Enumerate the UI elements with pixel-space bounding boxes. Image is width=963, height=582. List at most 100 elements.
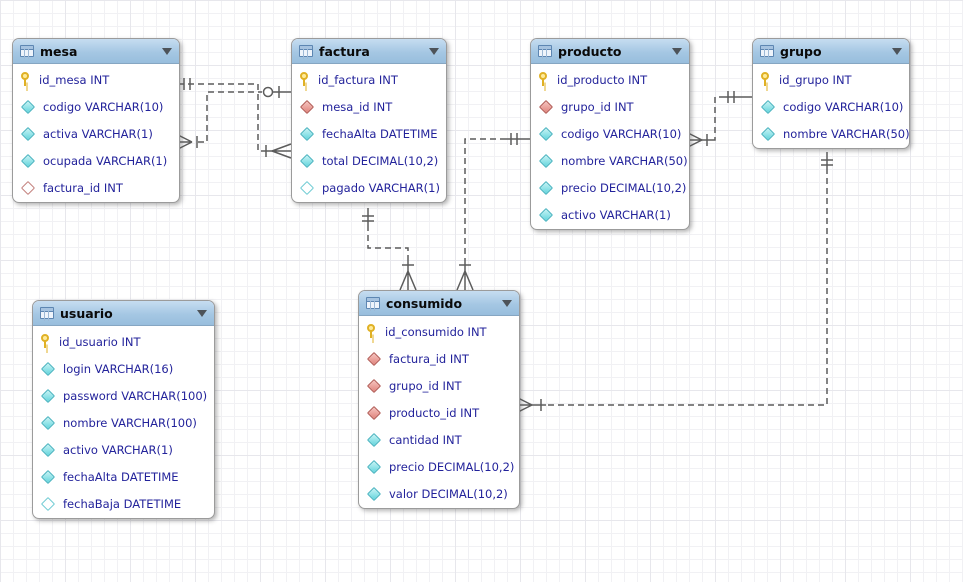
- column-row[interactable]: fechaAlta DATETIME: [292, 120, 446, 147]
- column-row[interactable]: fechaBaja DATETIME: [33, 490, 214, 517]
- column-row[interactable]: codigo VARCHAR(10): [531, 120, 689, 147]
- column-row[interactable]: id_consumido INT: [359, 318, 519, 345]
- column-row[interactable]: fechaAlta DATETIME: [33, 463, 214, 490]
- column-label: mesa_id INT: [322, 99, 393, 114]
- collapse-arrow-icon[interactable]: [892, 47, 902, 55]
- table-columns-list: id_grupo INT codigo VARCHAR(10) nombre V…: [753, 64, 910, 148]
- relationship-mesa-factura[interactable]: [177, 86, 291, 150]
- column-row[interactable]: total DECIMAL(10,2): [292, 147, 446, 174]
- table-mesa[interactable]: mesa id_mesa INT codigo VARCHAR(10) acti…: [12, 38, 180, 203]
- column-label: pagado VARCHAR(1): [322, 180, 440, 195]
- column-label: id_usuario INT: [59, 334, 141, 349]
- column-row[interactable]: password VARCHAR(100): [33, 382, 214, 409]
- relationship-factura-mesa[interactable]: [178, 78, 292, 159]
- table-title: grupo: [780, 43, 822, 59]
- column-row[interactable]: producto_id INT: [359, 399, 519, 426]
- column-icon: [40, 388, 56, 403]
- column-label: precio DECIMAL(10,2): [561, 180, 687, 195]
- column-row[interactable]: grupo_id INT: [359, 372, 519, 399]
- primary-key-icon: [760, 72, 771, 87]
- table-columns-list: id_usuario INT login VARCHAR(16) passwor…: [33, 326, 214, 518]
- table-icon: [538, 45, 552, 57]
- foreign-key-icon: [299, 99, 315, 114]
- primary-key-icon: [538, 72, 549, 87]
- relationship-consumido-factura[interactable]: [362, 208, 417, 291]
- column-row[interactable]: factura_id INT: [13, 174, 179, 201]
- column-icon: [366, 459, 382, 474]
- column-row[interactable]: factura_id INT: [359, 345, 519, 372]
- foreign-key-icon: [366, 405, 382, 420]
- column-label: activo VARCHAR(1): [561, 207, 671, 222]
- column-row[interactable]: cantidad INT: [359, 426, 519, 453]
- column-row[interactable]: nombre VARCHAR(50): [531, 147, 689, 174]
- column-row[interactable]: pagado VARCHAR(1): [292, 174, 446, 201]
- table-header[interactable]: consumido: [359, 291, 519, 316]
- column-row[interactable]: id_mesa INT: [13, 66, 179, 93]
- column-icon: [538, 153, 554, 168]
- collapse-arrow-icon[interactable]: [502, 299, 512, 307]
- table-usuario[interactable]: usuario id_usuario INT login VARCHAR(16)…: [32, 300, 215, 519]
- table-header[interactable]: mesa: [13, 39, 179, 64]
- column-label: factura_id INT: [389, 351, 469, 366]
- table-icon: [20, 45, 34, 57]
- column-row[interactable]: ocupada VARCHAR(1): [13, 147, 179, 174]
- relationship-consumido-producto[interactable]: [456, 133, 530, 291]
- column-row[interactable]: codigo VARCHAR(10): [753, 93, 909, 120]
- column-row[interactable]: id_usuario INT: [33, 328, 214, 355]
- column-icon: [40, 442, 56, 457]
- collapse-arrow-icon[interactable]: [672, 47, 682, 55]
- table-icon: [40, 307, 54, 319]
- column-label: id_factura INT: [318, 72, 398, 87]
- column-icon: [40, 415, 56, 430]
- table-columns-list: id_producto INT grupo_id INT codigo VARC…: [531, 64, 689, 229]
- column-row[interactable]: login VARCHAR(16): [33, 355, 214, 382]
- column-row[interactable]: activa VARCHAR(1): [13, 120, 179, 147]
- column-label: nombre VARCHAR(50): [561, 153, 688, 168]
- column-row[interactable]: activo VARCHAR(1): [531, 201, 689, 228]
- column-icon: [20, 153, 36, 168]
- nullable-column-icon: [299, 180, 315, 195]
- table-header[interactable]: factura: [292, 39, 446, 64]
- relationship-producto-grupo[interactable]: [687, 91, 752, 148]
- column-label: factura_id INT: [43, 180, 123, 195]
- table-factura[interactable]: factura id_factura INT mesa_id INT fecha…: [291, 38, 447, 203]
- column-row[interactable]: precio DECIMAL(10,2): [531, 174, 689, 201]
- column-row[interactable]: valor DECIMAL(10,2): [359, 480, 519, 507]
- column-row[interactable]: precio DECIMAL(10,2): [359, 453, 519, 480]
- column-label: codigo VARCHAR(10): [783, 99, 904, 114]
- relationship-consumido-grupo[interactable]: [517, 152, 833, 413]
- table-header[interactable]: grupo: [753, 39, 909, 64]
- column-row[interactable]: nombre VARCHAR(100): [33, 409, 214, 436]
- column-row[interactable]: id_producto INT: [531, 66, 689, 93]
- collapse-arrow-icon[interactable]: [162, 47, 172, 55]
- table-producto[interactable]: producto id_producto INT grupo_id INT co…: [530, 38, 690, 230]
- foreign-key-icon: [538, 99, 554, 114]
- column-row[interactable]: grupo_id INT: [531, 93, 689, 120]
- column-label: fechaBaja DATETIME: [63, 496, 182, 511]
- column-label: producto_id INT: [389, 405, 480, 420]
- table-header[interactable]: producto: [531, 39, 689, 64]
- column-row[interactable]: codigo VARCHAR(10): [13, 93, 179, 120]
- primary-key-icon: [40, 334, 51, 349]
- table-columns-list: id_factura INT mesa_id INT fechaAlta DAT…: [292, 64, 446, 202]
- column-label: password VARCHAR(100): [63, 388, 208, 403]
- column-label: id_producto INT: [557, 72, 648, 87]
- collapse-arrow-icon[interactable]: [197, 309, 207, 317]
- column-label: cantidad INT: [389, 432, 462, 447]
- column-icon: [299, 153, 315, 168]
- collapse-arrow-icon[interactable]: [429, 47, 439, 55]
- table-header[interactable]: usuario: [33, 301, 214, 326]
- column-icon: [366, 432, 382, 447]
- table-columns-list: id_consumido INT factura_id INT grupo_id…: [359, 316, 519, 508]
- column-row[interactable]: id_grupo INT: [753, 66, 909, 93]
- table-consumido[interactable]: consumido id_consumido INT factura_id IN…: [358, 290, 520, 509]
- column-icon: [760, 126, 776, 141]
- column-row[interactable]: id_factura INT: [292, 66, 446, 93]
- column-row[interactable]: nombre VARCHAR(50): [753, 120, 910, 147]
- column-row[interactable]: activo VARCHAR(1): [33, 436, 214, 463]
- table-grupo[interactable]: grupo id_grupo INT codigo VARCHAR(10) no…: [752, 38, 910, 149]
- column-row[interactable]: mesa_id INT: [292, 93, 446, 120]
- table-columns-list: id_mesa INT codigo VARCHAR(10) activa VA…: [13, 64, 179, 202]
